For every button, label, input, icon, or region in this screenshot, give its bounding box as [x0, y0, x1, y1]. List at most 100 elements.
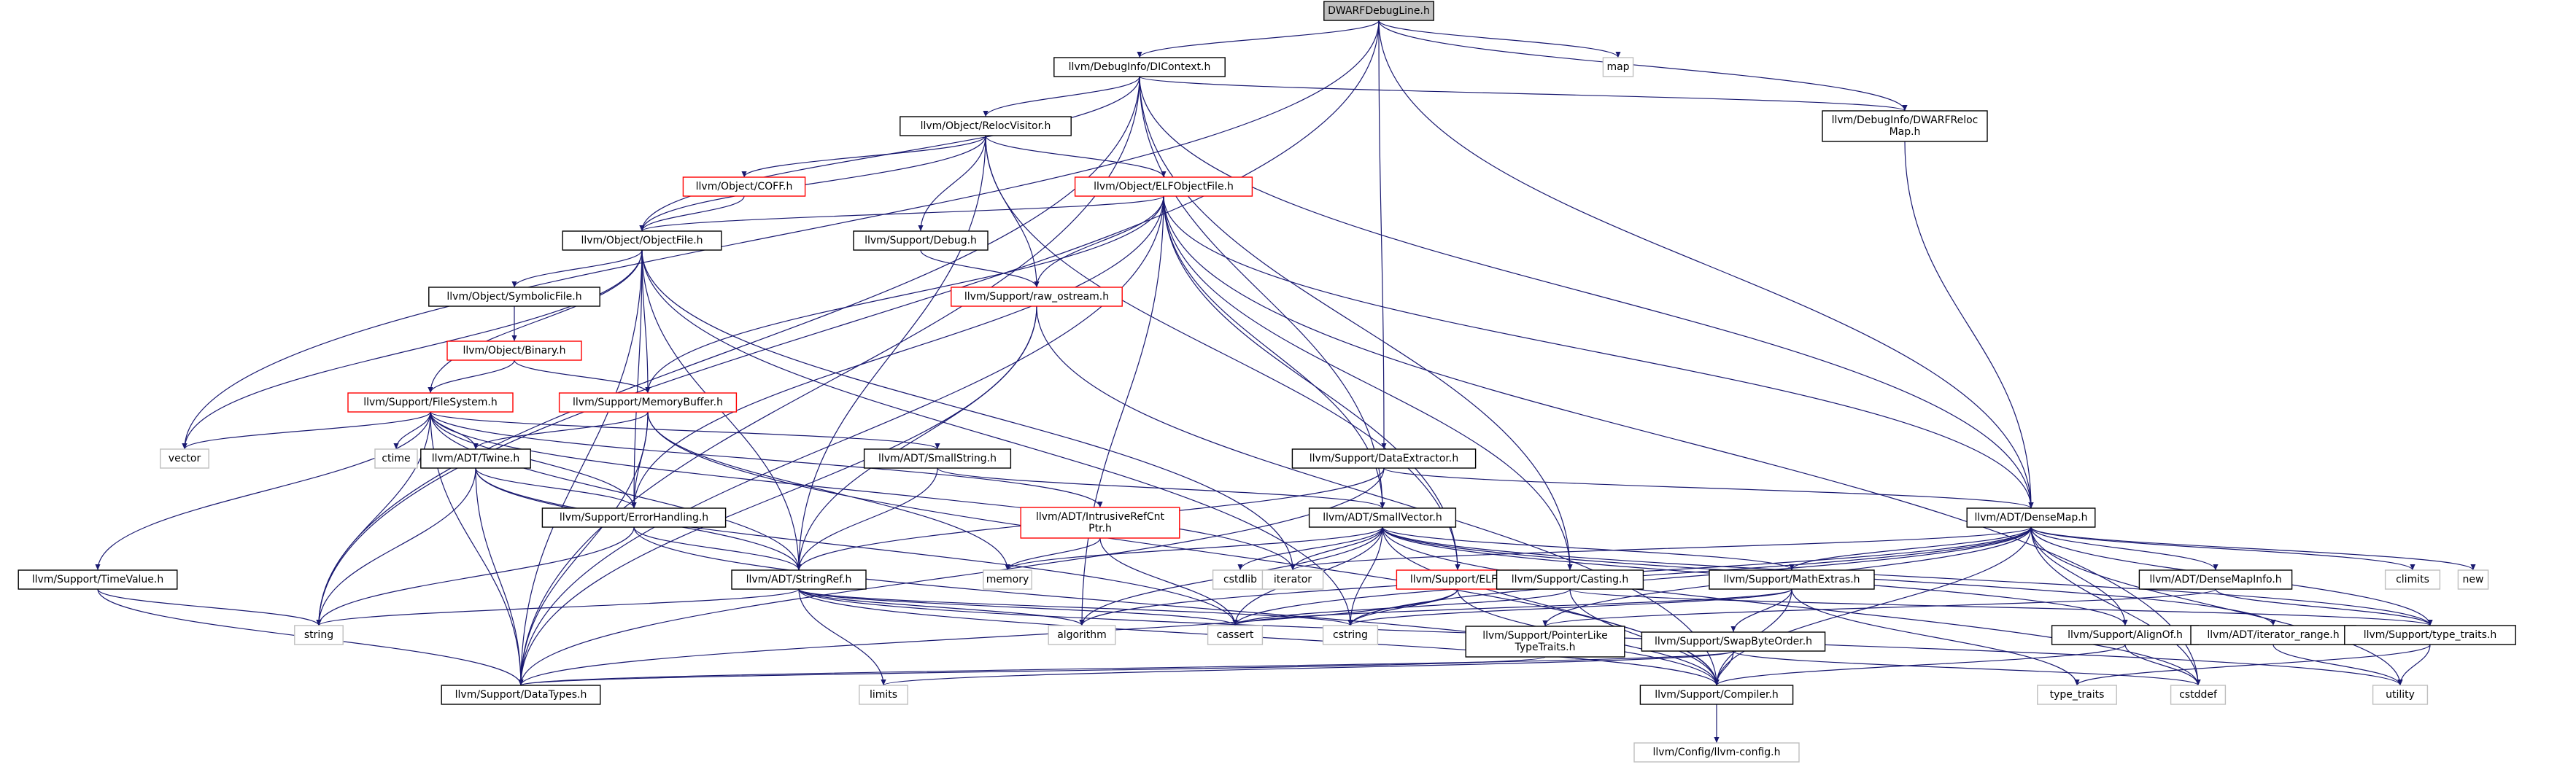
- graph-node-symbolicfile[interactable]: llvm/Object/SymbolicFile.h: [428, 287, 600, 307]
- graph-node-dataextractor[interactable]: llvm/Support/DataExtractor.h: [1291, 448, 1477, 469]
- edge-elfobj-to-cstddef: [1163, 195, 2201, 686]
- edge-alignof-to-cstddef: [2124, 644, 2201, 686]
- edge-stringref-to-algorithm: [798, 588, 1085, 626]
- node-box: [374, 448, 418, 469]
- graph-node-rawostream[interactable]: llvm/Support/raw_ostream.h: [951, 287, 1123, 307]
- graph-node-coff[interactable]: llvm/Object/COFF.h: [682, 176, 806, 197]
- node-box: [1822, 110, 1988, 142]
- node-box: [900, 116, 1072, 136]
- node-box: [1639, 685, 1794, 705]
- graph-node-relocvisitor[interactable]: llvm/Object/RelocVisitor.h: [900, 116, 1072, 136]
- edge-densemap-to-cstring: [1347, 526, 2032, 626]
- edge-filesystem-to-timevalue: [95, 411, 431, 571]
- edge-elfobj-to-casting: [1163, 195, 1573, 571]
- edge-smallvector-to-memory: [1005, 526, 1383, 571]
- graph-node-dicontext[interactable]: llvm/DebugInfo/DIContext.h: [1053, 57, 1226, 77]
- edge-root-to-dicontext: [1137, 20, 1380, 58]
- edge-elfobj-to-objectfile: [639, 195, 1164, 232]
- graph-node-twine[interactable]: llvm/ADT/Twine.h: [420, 448, 531, 469]
- edge-binary-to-filesystem: [428, 359, 515, 394]
- graph-node-errorhandling[interactable]: llvm/Support/ErrorHandling.h: [541, 507, 727, 528]
- edge-swapbyteorder-to-limits: [881, 650, 1734, 686]
- node-box: [2170, 685, 2227, 705]
- graph-node-casting[interactable]: llvm/Support/Casting.h: [1496, 569, 1644, 590]
- graph-node-densemapinfo[interactable]: llvm/ADT/DenseMapInfo.h: [2138, 569, 2293, 590]
- node-box: [853, 230, 989, 251]
- graph-node-elfobj[interactable]: llvm/Object/ELFObjectFile.h: [1074, 176, 1253, 197]
- node-label: llvm/Support/Casting.h: [1512, 574, 1629, 585]
- graph-node-typetraits[interactable]: llvm/Support/type_traits.h: [2344, 625, 2516, 645]
- graph-node-smallvector[interactable]: llvm/ADT/SmallVector.h: [1308, 507, 1457, 528]
- graph-node-alignof[interactable]: llvm/Support/AlignOf.h: [2051, 625, 2200, 645]
- node-label: Map.h: [1890, 126, 1921, 138]
- edge-twine-to-string: [316, 467, 476, 626]
- node-box: [859, 685, 908, 705]
- graph-node-mathextras[interactable]: llvm/Support/MathExtras.h: [1709, 569, 1875, 590]
- node-label: llvm/ADT/iterator_range.h: [2207, 629, 2339, 641]
- node-box: [983, 569, 1032, 590]
- node-label: algorithm: [1057, 629, 1107, 641]
- graph-node-stringref[interactable]: llvm/ADT/StringRef.h: [731, 569, 867, 590]
- graph-node-datatypes[interactable]: llvm/Support/DataTypes.h: [441, 685, 601, 705]
- node-box: [731, 569, 867, 590]
- node-label: llvm/Support/SwapByteOrder.h: [1655, 636, 1812, 647]
- edges-layer: [95, 20, 2476, 743]
- node-box: [1633, 742, 1800, 763]
- edge-pointerlike-to-datatypes: [519, 656, 1546, 686]
- graph-node-timevalue[interactable]: llvm/Support/TimeValue.h: [18, 569, 178, 590]
- graph-node-cassert: cassert: [1207, 625, 1264, 645]
- edge-errorhandling-to-compiler: [633, 526, 1720, 686]
- edge-relocvisitor-to-debug: [918, 135, 986, 232]
- node-box: [1291, 448, 1477, 469]
- node-box: [1212, 569, 1269, 590]
- graph-node-debug[interactable]: llvm/Support/Debug.h: [853, 230, 989, 251]
- node-label: memory: [986, 574, 1029, 585]
- node-box: [446, 340, 582, 361]
- edge-stringref-to-limits: [798, 588, 886, 686]
- node-label: llvm/Support/MathExtras.h: [1723, 574, 1860, 585]
- node-box: [1053, 57, 1226, 77]
- node-box: [1641, 631, 1826, 652]
- node-label: iterator: [1274, 574, 1312, 585]
- graph-node-ctime: ctime: [374, 448, 418, 469]
- node-label: llvm/Object/COFF.h: [696, 181, 793, 192]
- graph-node-compiler[interactable]: llvm/Support/Compiler.h: [1639, 685, 1794, 705]
- edge-dataextractor-to-densemap: [1383, 467, 2034, 509]
- node-box: [1207, 625, 1264, 645]
- edge-filesystem-to-string: [316, 411, 431, 626]
- node-label: llvm/ADT/Twine.h: [432, 453, 519, 464]
- graph-node-smallstring[interactable]: llvm/ADT/SmallString.h: [863, 448, 1012, 469]
- edge-densemap-to-mathextras: [1789, 526, 2032, 571]
- edge-densemapinfo-to-pointerlike: [1542, 588, 2216, 627]
- graph-node-swapbyteorder[interactable]: llvm/Support/SwapByteOrder.h: [1641, 631, 1826, 652]
- node-label: llvm/Object/Binary.h: [463, 345, 565, 357]
- edge-swapbyteorder-to-datatypes: [519, 650, 1734, 686]
- graph-node-filesystem[interactable]: llvm/Support/FileSystem.h: [347, 392, 514, 413]
- node-label: llvm/Support/AlignOf.h: [2068, 629, 2183, 641]
- graph-node-type_traits: type_traits: [2037, 685, 2117, 705]
- graph-node-map: map: [1602, 57, 1634, 77]
- edge-smallvector-to-cstddef: [1382, 526, 2201, 686]
- edge-iteratorrange-to-utility: [2273, 644, 2403, 686]
- node-label: string: [304, 629, 333, 641]
- node-label: llvm/Object/SymbolicFile.h: [446, 291, 581, 303]
- node-label: llvm/DebugInfo/DIContext.h: [1069, 61, 1211, 73]
- node-box: [1709, 569, 1875, 590]
- graph-node-iteratorrange[interactable]: llvm/ADT/iterator_range.h: [2190, 625, 2356, 645]
- graph-node-objectfile[interactable]: llvm/Object/ObjectFile.h: [562, 230, 722, 251]
- edge-memorybuffer-to-memory: [647, 411, 1010, 571]
- graph-node-utility: utility: [2372, 685, 2429, 705]
- graph-node-densemap[interactable]: llvm/ADT/DenseMap.h: [1966, 507, 2096, 528]
- graph-node-memorybuffer[interactable]: llvm/Support/MemoryBuffer.h: [558, 392, 738, 413]
- node-box: [951, 287, 1123, 307]
- node-label: cstdlib: [1223, 574, 1257, 585]
- edge-dicontext-to-relocvisitor: [983, 76, 1140, 117]
- node-label: llvm/Support/FileSystem.h: [363, 397, 497, 408]
- node-label: DWARFDebugLine.h: [1328, 5, 1430, 17]
- edge-stringref-to-cassert: [798, 588, 1238, 626]
- graph-node-binary[interactable]: llvm/Object/Binary.h: [446, 340, 582, 361]
- graph-node-new: new: [2457, 569, 2489, 590]
